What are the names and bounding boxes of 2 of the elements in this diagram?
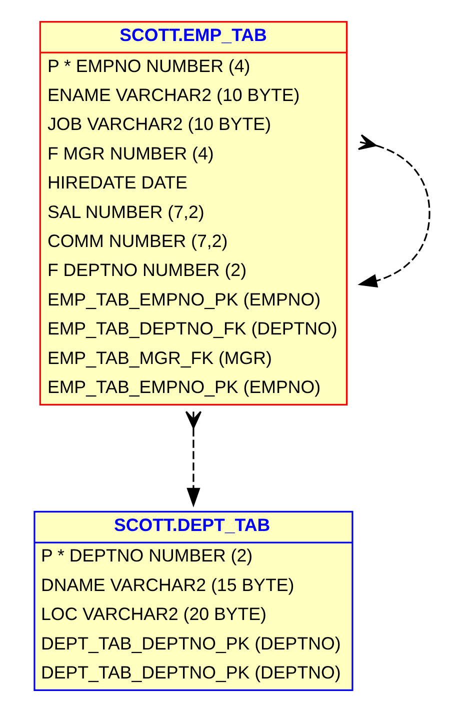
arrow [358,134,430,288]
arrow [185,410,202,508]
